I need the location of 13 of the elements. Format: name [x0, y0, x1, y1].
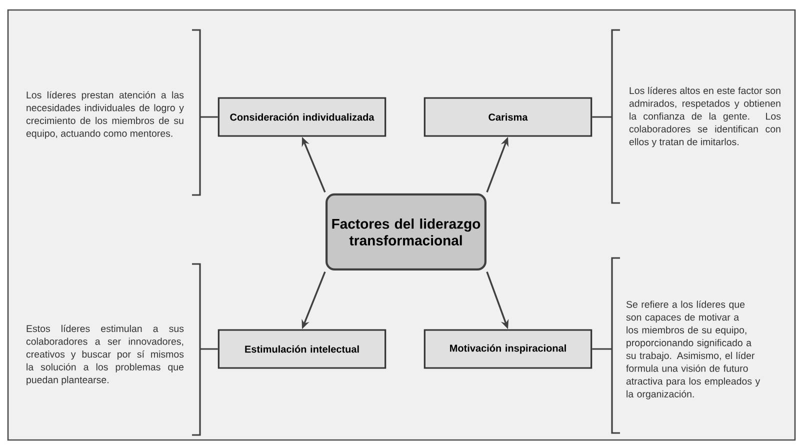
description-text: Estos líderes estimulan a sus colaboradores a ser innovadores, creativos y buscar por sí mismos la solución a los problemas que puedan plantearse.: [26, 324, 184, 386]
bracket-connector: [191, 263, 219, 436]
factor-box: Carisma: [424, 97, 592, 137]
factor-box: Motivación inspiracional: [424, 329, 592, 369]
factor-box: Estimulación intelectual: [218, 329, 386, 369]
bracket-connector: [191, 29, 219, 196]
factor-box: Consideración individualizada: [218, 97, 386, 137]
description-text: Los líderes prestan atención a las necesidades individuales de logro y crecimiento de los miembros de su equipo, actuando como mentores.: [26, 91, 184, 139]
description-text: Se refiere a los líderes que son capaces de motivar a los miembros de su equipo, proporcionando significado a su trabajo. Asimismo, el líder formula una visión de futuro atractiva para los empleados y la organización.: [626, 300, 760, 400]
bracket-connector: [591, 257, 621, 434]
description-text: Los líderes altos en este factor son admirados, respetados y obtienen la confianza de la gente. Los colaboradores se identifican con ellos y tratan de imitarlos.: [629, 86, 781, 148]
central-box: Factores del liderazgo transformacional: [326, 193, 487, 271]
bracket-connector: [591, 29, 621, 204]
